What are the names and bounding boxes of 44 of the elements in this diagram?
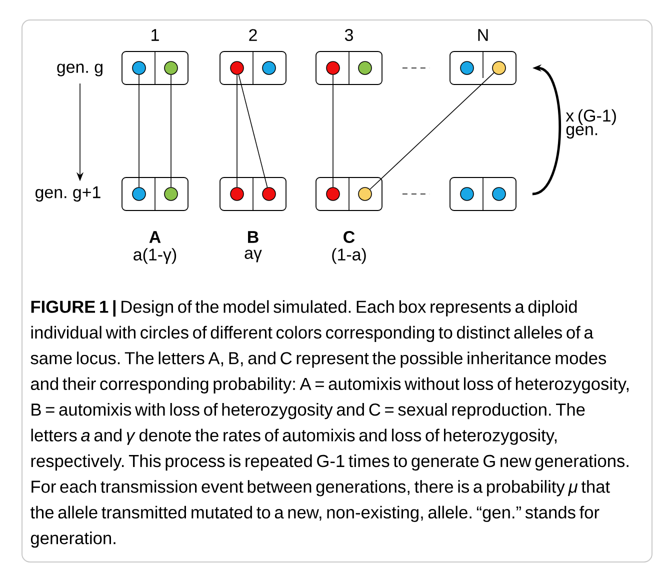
allele-circle [358, 187, 372, 201]
mode-letter: A [149, 231, 161, 243]
probability-label: (1-a) [332, 248, 366, 264]
inheritance-line [238, 74, 268, 188]
allele-circle [262, 187, 276, 201]
individual-box [220, 177, 286, 211]
inheritance-line [236, 74, 238, 188]
column-number: N [478, 29, 488, 41]
allele-circle [230, 187, 244, 201]
inheritance-line [138, 74, 140, 188]
individual-box [450, 51, 516, 85]
generation-label: gen. g [57, 64, 102, 76]
inheritance-line [370, 72, 494, 190]
mode-letter: B [248, 231, 258, 243]
figure-caption: FIGURE 1 | Design of the model simulated. Each box represents a diploid individual with circles of different colors corresponding to distinct alleles of a same locus. The letters A, B, and C represent the possible inheritance modes and their corresponding probability: A = automixis without loss of heterozygosity, B = automixis with loss of heterozygosity and C = sexual reproduction. The letters a and γ denote the rates of automixis and loss of heterozygosity, respectively. This process is repeated G-1 times to generate G new generations. For each transmission event between generations, there is a probability μ that the allele transmitted mutated to a new, non-existing, allele. “gen.” stands for generation. [30, 300, 628, 548]
allele-circle [164, 61, 178, 75]
inheritance-line [332, 74, 334, 188]
individual-box [316, 51, 382, 85]
allele-circle [358, 61, 372, 75]
column-number: 3 [344, 29, 353, 41]
individual-box [122, 177, 188, 211]
allele-circle [262, 61, 276, 75]
allele-circle [492, 61, 506, 75]
allele-circle [492, 187, 506, 201]
individual-box [316, 177, 382, 211]
column-number: 2 [249, 29, 257, 41]
generation-label: gen. g+1 [36, 186, 100, 202]
individual-box [122, 51, 188, 85]
column-number: 1 [152, 29, 159, 41]
probability-label: aγ [244, 250, 262, 262]
allele-circle [230, 61, 244, 75]
probability-label: a(1-γ) [134, 248, 176, 264]
edge-label: x (G-1) gen. [564, 108, 629, 140]
allele-circle [460, 187, 474, 201]
allele-circle [326, 61, 340, 75]
allele-circle [460, 61, 474, 75]
allele-circle [326, 187, 340, 201]
individual-box [450, 177, 516, 211]
mode-letter: C [344, 231, 355, 243]
allele-circle [132, 187, 146, 201]
inheritance-line [170, 74, 172, 188]
allele-circle [164, 187, 178, 201]
individual-box [220, 51, 286, 85]
allele-circle [132, 61, 146, 75]
